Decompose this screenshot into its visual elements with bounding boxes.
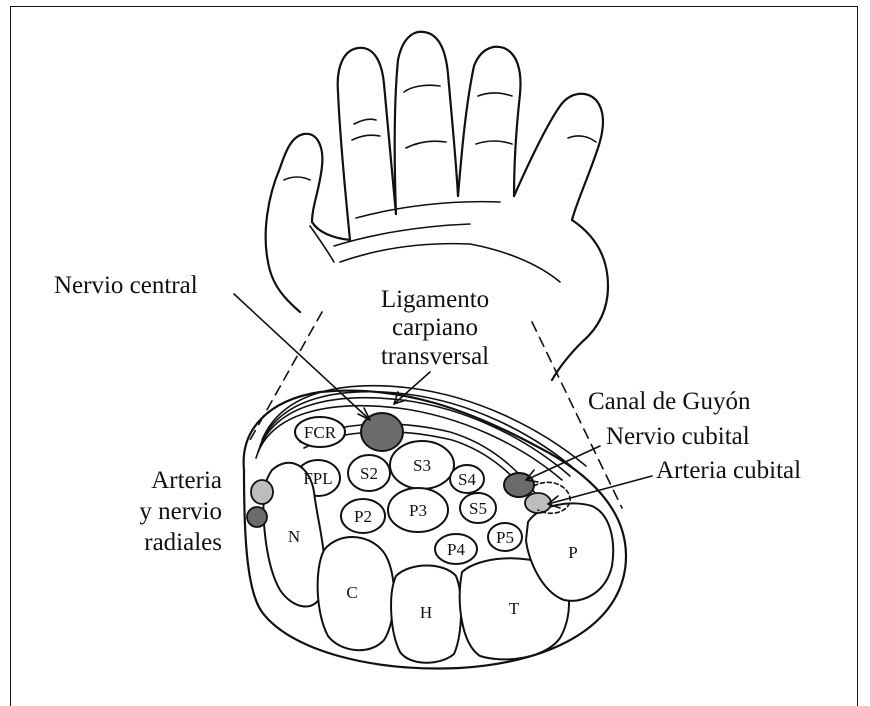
finger-crease: [406, 141, 446, 148]
palm-crease-4: [470, 244, 560, 282]
finger-crease: [284, 177, 310, 180]
label-fpl: FPL: [303, 469, 332, 488]
finger-crease: [354, 119, 376, 124]
label-canal-guyon: Canal de Guyón: [588, 388, 751, 415]
label-p2: P2: [354, 507, 372, 526]
label-p3: P3: [409, 501, 427, 520]
label-c: C: [346, 583, 357, 602]
label-arteria-radial-line1: Arteria: [151, 467, 222, 494]
label-ligamento-line1: Ligamento: [381, 286, 489, 313]
finger-crease: [404, 85, 440, 92]
label-nervio-cubital: Nervio cubital: [606, 423, 750, 450]
radial-nerve: [247, 507, 267, 527]
palm-crease-3: [356, 202, 500, 218]
palm-crease-1: [334, 224, 470, 246]
label-arteria-radial-line3: radiales: [144, 529, 222, 556]
hand-thumb: [266, 134, 350, 262]
label-ligamento-line3: transversal: [381, 343, 489, 370]
label-nervio-central: Nervio central: [54, 272, 198, 299]
hand-palm-right: [552, 220, 608, 380]
label-s4: S4: [458, 470, 476, 489]
label-ligamento-line2: carpiano: [392, 314, 478, 341]
label-s5: S5: [469, 499, 487, 518]
label-p5: P5: [496, 528, 514, 547]
label-p: P: [568, 543, 577, 562]
label-t: T: [509, 599, 520, 618]
label-arteria-radial-line2: y nervio: [139, 498, 222, 525]
leader-nervio-central: [234, 294, 370, 420]
finger-crease: [478, 93, 512, 96]
label-p4: P4: [447, 540, 465, 559]
hand-palm-left: [268, 262, 300, 312]
hand-little-finger: [514, 94, 603, 220]
finger-crease: [568, 136, 596, 142]
finger-crease: [476, 141, 512, 144]
label-fcr: FCR: [304, 423, 337, 442]
leader-arteria-cubital: [548, 476, 652, 504]
label-s2: S2: [360, 464, 378, 483]
label-arteria-cubital: Arteria cubital: [656, 457, 801, 484]
wrist-cross-section: [244, 386, 626, 669]
palm-crease-2: [340, 244, 470, 262]
label-s3: S3: [413, 456, 431, 475]
projection-line-right: [532, 322, 622, 508]
label-h: H: [420, 603, 432, 622]
finger-crease: [352, 135, 380, 140]
hand-middle-finger: [395, 32, 458, 214]
radial-artery: [251, 480, 273, 504]
label-n: N: [288, 527, 300, 546]
hand-ring-finger: [458, 47, 520, 196]
